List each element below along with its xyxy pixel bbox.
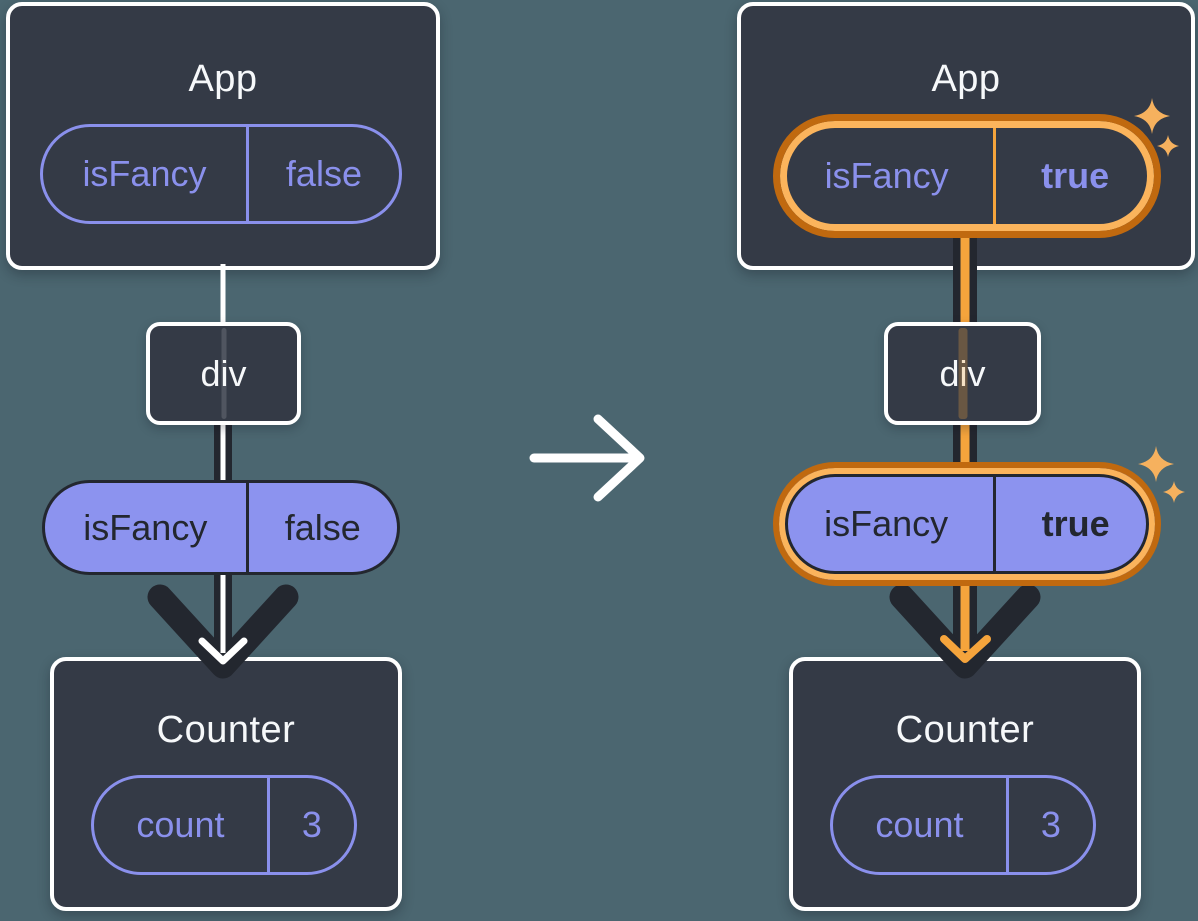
state-label: count xyxy=(136,804,225,845)
div-node-left: div xyxy=(146,322,301,425)
div-node-right: div xyxy=(884,322,1041,425)
props-pill-left: isFancy false xyxy=(42,480,400,575)
prop-value: false xyxy=(245,483,397,572)
arrowhead-icon xyxy=(940,635,991,663)
state-label: isFancy xyxy=(824,155,949,196)
arrowhead-icon xyxy=(147,584,299,679)
transition-arrow-icon xyxy=(529,414,645,502)
app-title-left: App xyxy=(188,58,258,100)
app-state-pill-left: isFancy false xyxy=(40,124,402,224)
div-label-left: div xyxy=(200,352,247,394)
counter-state-pill-left: count 3 xyxy=(91,775,357,875)
counter-title-right: Counter xyxy=(895,709,1035,751)
pass-through-line xyxy=(958,328,967,419)
state-value: false xyxy=(245,127,399,221)
arrowhead-icon xyxy=(889,584,1041,679)
props-pill-right-highlighted: isFancy true xyxy=(773,462,1161,586)
app-state-pill-right-highlighted: isFancy true xyxy=(773,114,1161,238)
state-value: 3 xyxy=(1005,778,1093,872)
prop-label: isFancy xyxy=(83,506,208,548)
counter-title-left: Counter xyxy=(156,709,296,751)
sparkle-icon xyxy=(1163,481,1185,503)
state-label: isFancy xyxy=(82,153,207,194)
prop-value: true xyxy=(993,477,1155,571)
state-label: count xyxy=(875,804,964,845)
state-value: true xyxy=(993,128,1154,224)
state-value: 3 xyxy=(266,778,354,872)
div-label-right: div xyxy=(939,352,986,394)
app-title-right: App xyxy=(931,58,1001,100)
pass-through-line xyxy=(221,328,226,419)
prop-label: isFancy xyxy=(824,503,949,544)
counter-state-pill-right: count 3 xyxy=(830,775,1096,875)
